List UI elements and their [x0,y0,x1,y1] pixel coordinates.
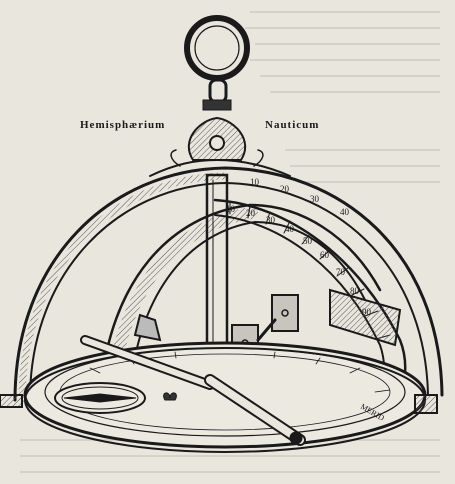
inner-arc [98,203,382,397]
quadrant-label-70: 70 [336,267,346,277]
fleur-de-lis [163,392,177,401]
suspension-ring [184,15,250,81]
right-foot [414,394,438,414]
top-arc-label-30: 30 [310,194,320,204]
quadrant-label-60: 60 [320,250,330,260]
outer-meridian [13,166,444,402]
compass-needle [63,393,137,403]
left-foot [0,394,23,408]
top-arc-label-20: 20 [280,184,290,194]
sight-vane-upper [271,294,299,332]
quadrant-label-20: 20 [246,208,256,218]
quadrant-label-50: 50 [303,236,313,246]
side-plate [329,288,402,347]
caption-left: Hemisphærium [80,119,166,131]
shackle [208,78,228,104]
top-arc-label-40: 40 [340,207,350,217]
quadrant-label-90: 90 [362,307,372,317]
quadrant-label-10: 10 [226,204,236,214]
quadrant-label-40: 40 [285,224,295,234]
caption-right: Nauticum [265,119,320,131]
quadrant-label-30: 30 [266,215,276,225]
quadrant-label-80: 80 [350,286,360,296]
top-arc-label-10: 10 [250,177,260,187]
left-support [133,313,162,342]
